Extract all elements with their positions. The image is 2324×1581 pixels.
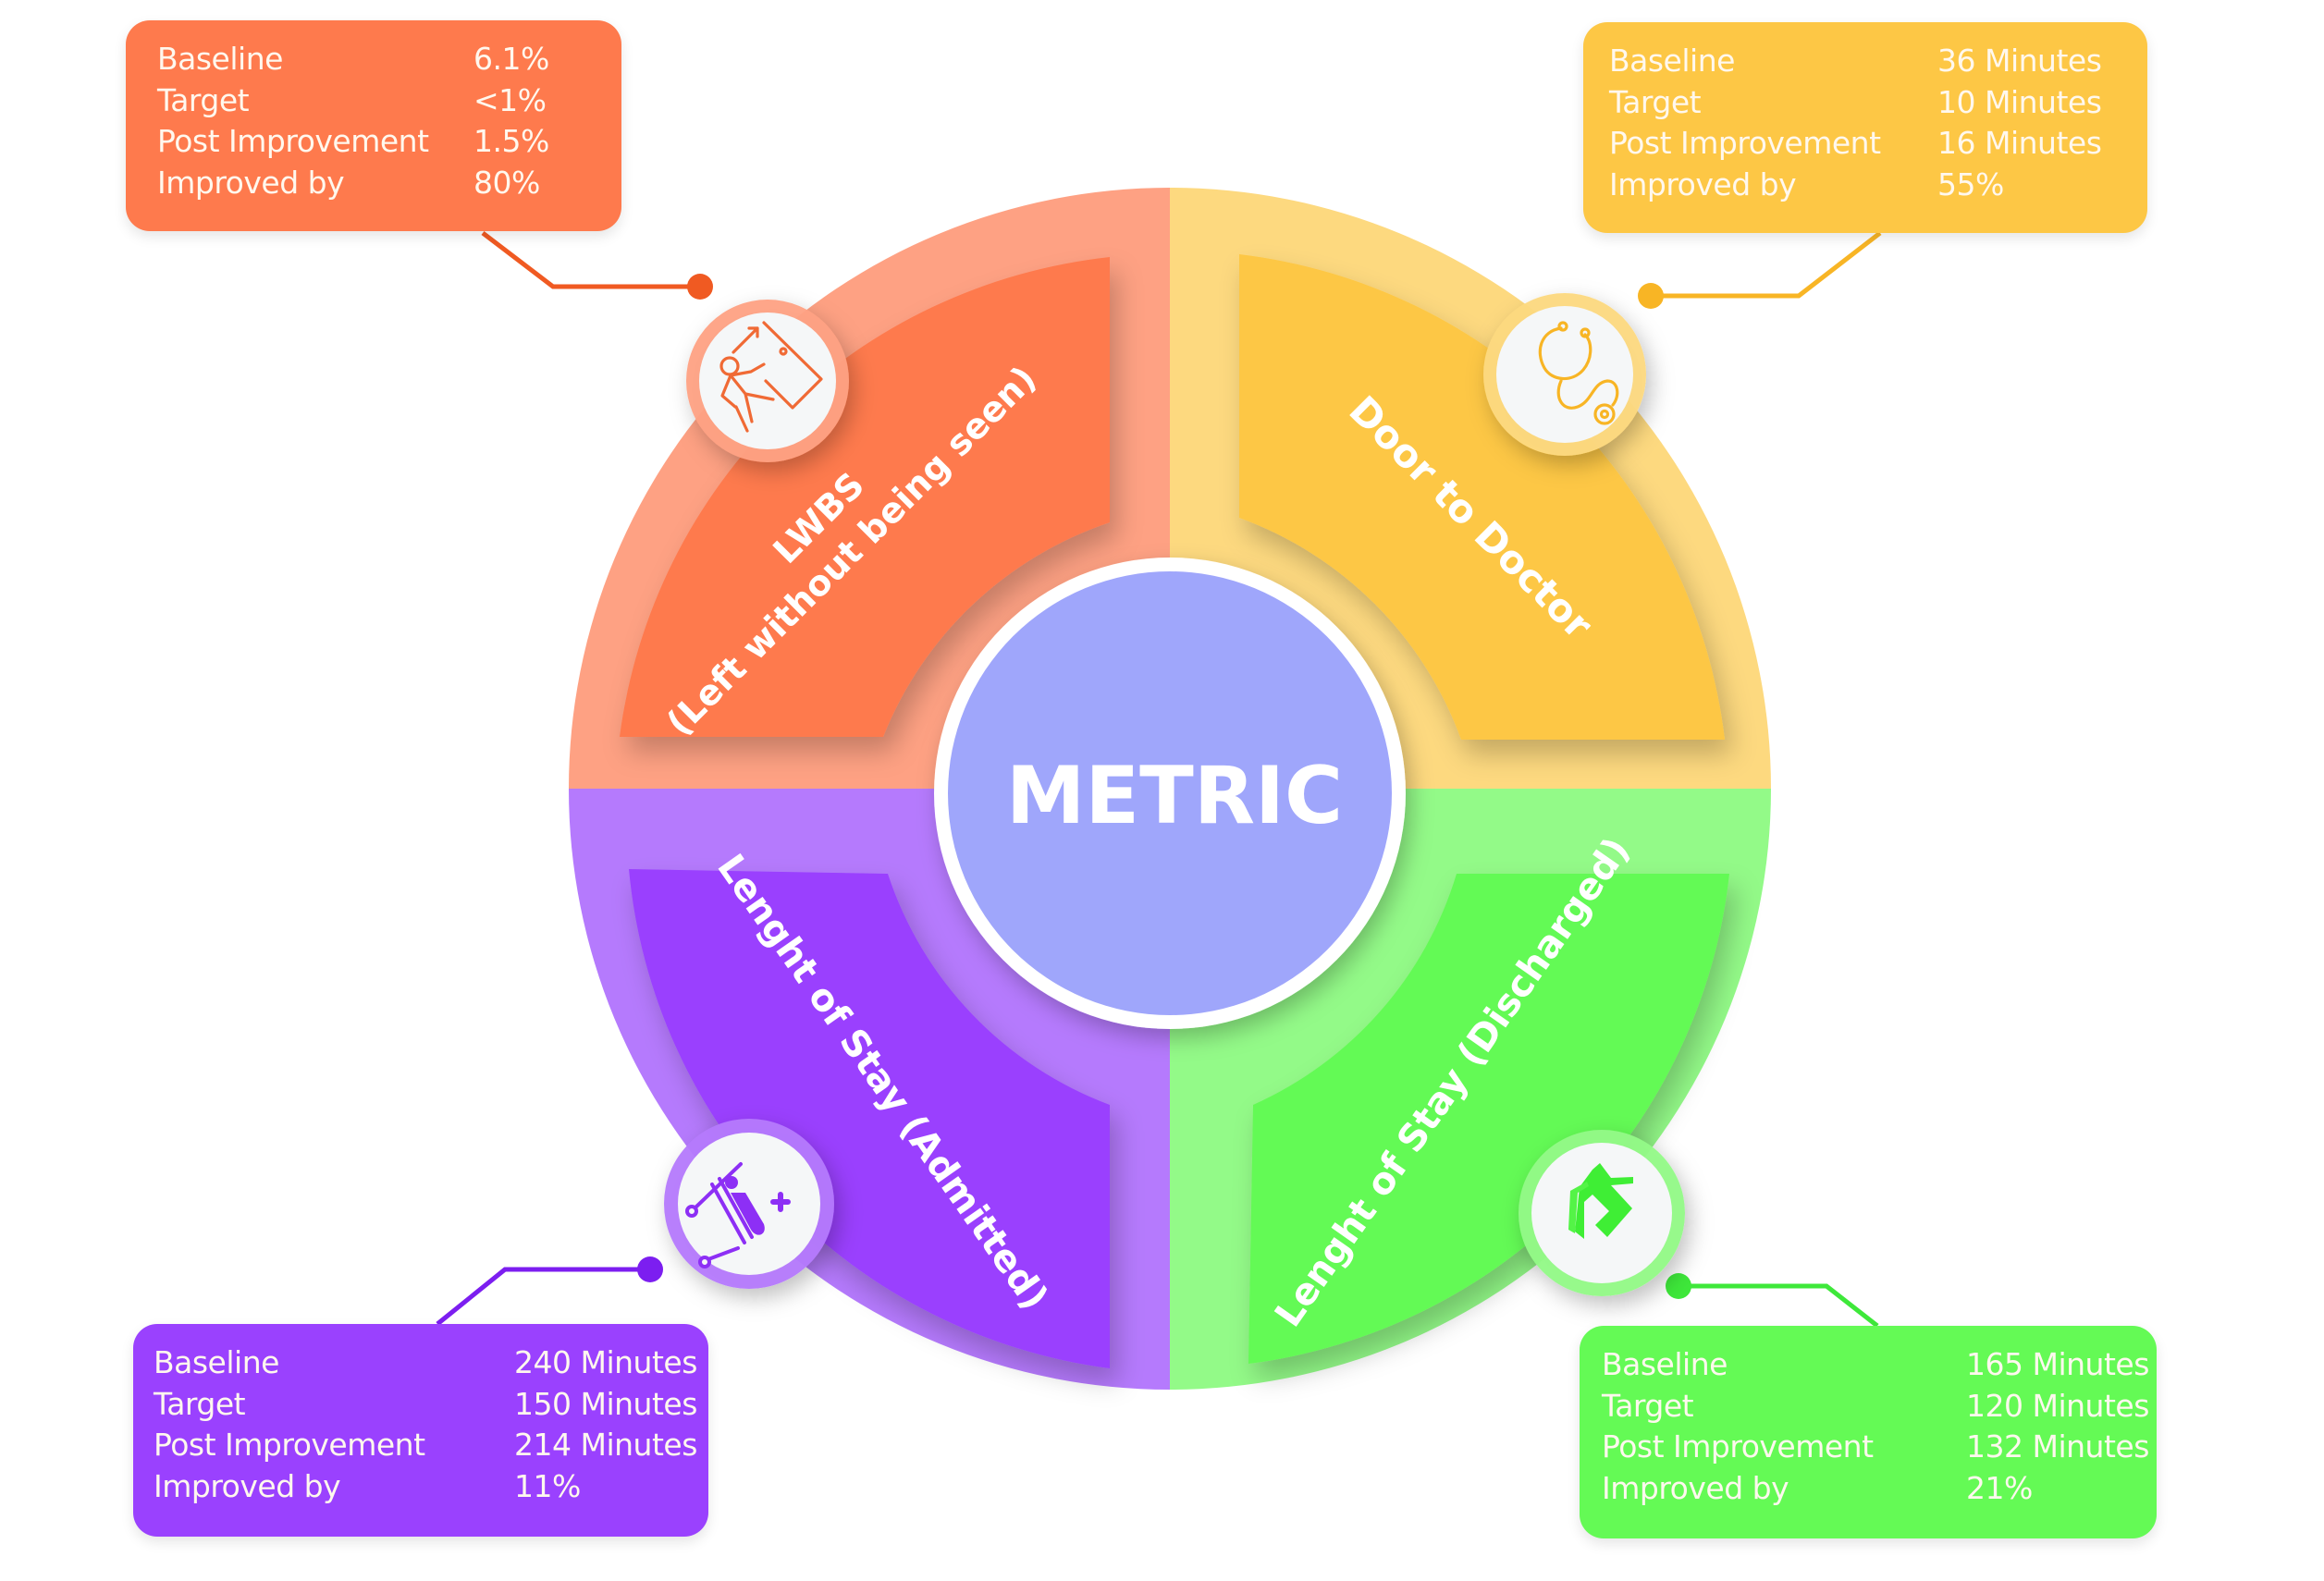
info-row-label: Improved by	[154, 1467, 341, 1504]
info-box-lwbs: Baseline 6.1% Target <1% Post Improvement 1.5…	[126, 20, 621, 231]
info-row-label: Baseline	[1602, 1346, 1728, 1382]
connector-dot-disch	[1666, 1273, 1691, 1299]
info-row-value: 120 Minutes	[1966, 1387, 2149, 1424]
connector-disch	[1666, 1273, 1879, 1328]
info-row-value: 132 Minutes	[1966, 1428, 2149, 1465]
info-row: Improved by 55%	[1583, 165, 2147, 205]
info-row: Post Improvement 16 Minutes	[1583, 123, 2147, 164]
info-row-label: Target	[1602, 1387, 1694, 1424]
icon-badge-d2d	[1483, 293, 1646, 456]
connector-lwbs	[481, 231, 713, 300]
info-row: Post Improvement 1.5%	[126, 121, 621, 162]
info-row-value: 10 Minutes	[1937, 83, 2102, 120]
info-row: Target 150 Minutes	[133, 1384, 708, 1425]
info-row-label: Target	[1609, 83, 1702, 120]
connector-dot-d2d	[1638, 283, 1664, 309]
center-circle	[948, 571, 1392, 1015]
connector-dot-admit	[637, 1256, 663, 1282]
info-row-label: Baseline	[157, 41, 283, 77]
connector-d2d	[1638, 231, 1882, 309]
icon-badge-disch	[1519, 1130, 1685, 1296]
info-row: Target 120 Minutes	[1580, 1386, 2157, 1427]
hospital-bed-icon	[685, 1162, 791, 1268]
connector-dot-lwbs	[687, 274, 713, 300]
info-row-value: 11%	[514, 1467, 581, 1504]
info-row-label: Post Improvement	[157, 123, 429, 159]
info-row-value: 150 Minutes	[514, 1385, 697, 1422]
info-row-value: 165 Minutes	[1966, 1346, 2149, 1382]
info-row-value: 240 Minutes	[514, 1344, 697, 1380]
info-row-label: Improved by	[157, 164, 345, 201]
info-row: Target <1%	[126, 80, 621, 121]
info-row-value: 214 Minutes	[514, 1427, 697, 1463]
info-row-label: Target	[154, 1385, 246, 1422]
info-row: Target 10 Minutes	[1583, 82, 2147, 123]
info-row: Post Improvement 214 Minutes	[133, 1425, 708, 1465]
center-title: METRIC	[1006, 750, 1343, 842]
info-row-value: 1.5%	[473, 123, 549, 159]
person-leaving-door-icon	[719, 321, 823, 433]
info-row-label: Target	[157, 81, 250, 118]
block-admit	[629, 869, 1110, 1368]
connector-admit	[436, 1256, 663, 1326]
info-row-label: Baseline	[154, 1344, 279, 1380]
block-disch	[1248, 874, 1729, 1364]
info-row: Baseline 240 Minutes	[133, 1342, 708, 1383]
info-row: Post Improvement 132 Minutes	[1580, 1427, 2157, 1467]
info-row-value: 55%	[1937, 165, 2004, 202]
block-d2d	[1239, 254, 1725, 740]
info-row: Baseline 36 Minutes	[1583, 41, 2147, 81]
block-lwbs	[620, 257, 1110, 737]
stethoscope-icon	[1538, 321, 1619, 425]
info-row: Baseline 6.1%	[126, 39, 621, 80]
info-row-label: Improved by	[1602, 1469, 1789, 1506]
info-row: Improved by 80%	[126, 163, 621, 203]
info-row-value: 36 Minutes	[1937, 43, 2102, 79]
info-row-label: Improved by	[1609, 165, 1797, 202]
info-row-label: Baseline	[1609, 43, 1735, 79]
info-row-value: 80%	[473, 164, 540, 201]
info-row-value: 6.1%	[473, 41, 549, 77]
info-row-label: Post Improvement	[1602, 1428, 1874, 1465]
info-row: Improved by 21%	[1580, 1468, 2157, 1509]
info-row: Improved by 11%	[133, 1466, 708, 1507]
info-row-label: Post Improvement	[1609, 125, 1881, 161]
info-row-value: 16 Minutes	[1937, 125, 2102, 161]
info-row: Baseline 165 Minutes	[1580, 1344, 2157, 1385]
house-exit-icon	[1568, 1163, 1633, 1239]
info-row-label: Post Improvement	[154, 1427, 425, 1463]
info-row-value: <1%	[473, 81, 547, 118]
info-row-value: 21%	[1966, 1469, 2033, 1506]
